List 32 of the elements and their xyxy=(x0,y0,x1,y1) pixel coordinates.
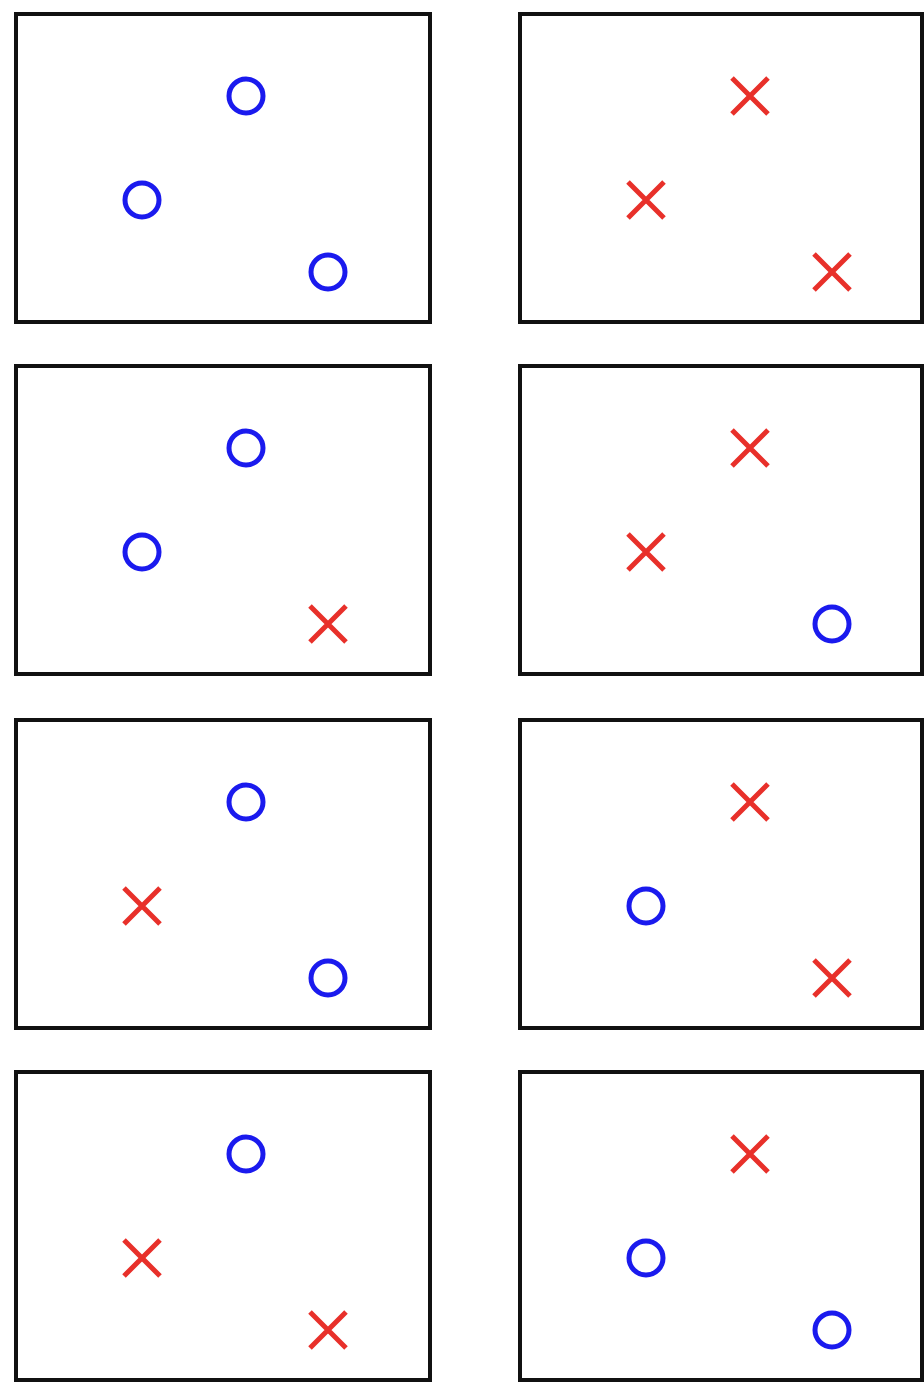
plot-panel xyxy=(14,718,432,1030)
circle-icon xyxy=(226,782,266,822)
cross-icon xyxy=(122,886,162,926)
cross-icon xyxy=(730,782,770,822)
cross-icon xyxy=(730,76,770,116)
circle-icon xyxy=(812,604,852,644)
cross-icon xyxy=(626,180,666,220)
cross-icon xyxy=(308,604,348,644)
circle-icon xyxy=(226,76,266,116)
plot-panel xyxy=(518,1070,924,1382)
plot-panel xyxy=(14,1070,432,1382)
circle-icon xyxy=(122,532,162,572)
plot-panel xyxy=(518,364,924,676)
cross-icon xyxy=(812,252,852,292)
plot-panel xyxy=(518,12,924,324)
circle-icon xyxy=(626,886,666,926)
cross-icon xyxy=(812,958,852,998)
circle-icon xyxy=(122,180,162,220)
circle-icon xyxy=(226,1134,266,1174)
plot-panel xyxy=(518,718,924,1030)
plot-panel xyxy=(14,364,432,676)
cross-icon xyxy=(730,1134,770,1174)
circle-icon xyxy=(812,1310,852,1350)
cross-icon xyxy=(730,428,770,468)
cross-icon xyxy=(308,1310,348,1350)
cross-icon xyxy=(626,532,666,572)
circle-icon xyxy=(226,428,266,468)
circle-icon xyxy=(626,1238,666,1278)
circle-icon xyxy=(308,958,348,998)
plot-panel xyxy=(14,12,432,324)
cross-icon xyxy=(122,1238,162,1278)
circle-icon xyxy=(308,252,348,292)
